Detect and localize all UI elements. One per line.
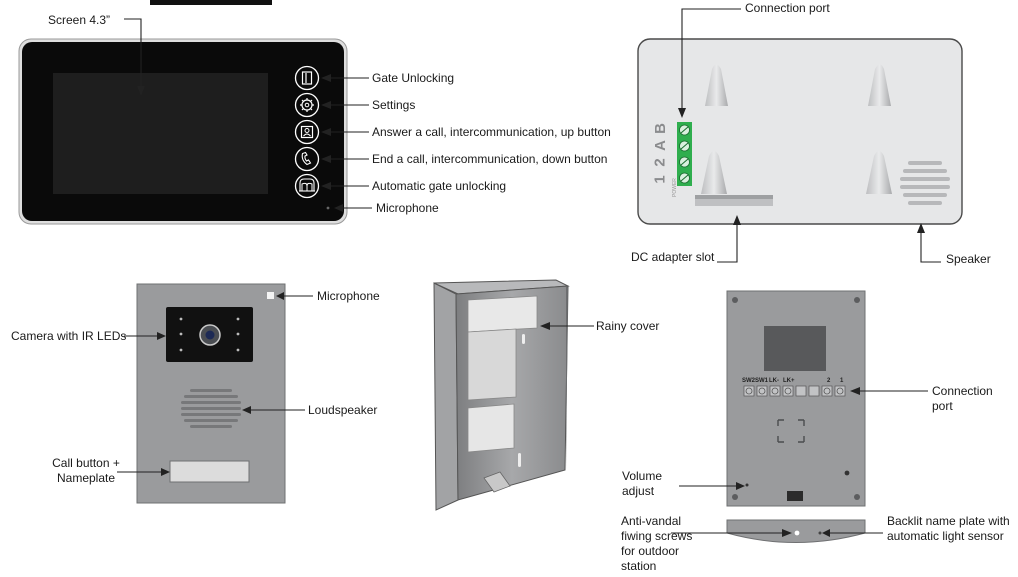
dc-adapter-label: DC adapter slot xyxy=(631,250,715,264)
monitor-microphone-label: Microphone xyxy=(376,201,439,215)
answer-call-label: Answer a call, intercommunication, up bu… xyxy=(372,125,611,139)
gear-icon xyxy=(294,92,320,118)
answer-call-icon xyxy=(294,119,320,145)
volume-knob xyxy=(745,483,749,487)
backlit-nameplate-label: Backlit name plate with automatic light … xyxy=(887,514,1010,543)
outdoor-station xyxy=(136,283,286,504)
cropped-heading xyxy=(150,0,272,5)
monitor-back-panel xyxy=(637,38,963,225)
auto-gate-icon xyxy=(294,173,320,199)
terminal-label-2: 2 xyxy=(827,378,831,384)
rain-cover-label: Rainy cover xyxy=(596,319,660,333)
end-call-label: End a call, intercommunication, down but… xyxy=(372,152,608,166)
settings-label: Settings xyxy=(372,98,416,112)
station-terminal-labels: SW2 SW1 LK- LK+ 2 1 xyxy=(742,378,852,386)
auto-gate-label: Automatic gate unlocking xyxy=(372,179,507,193)
power-text: POWER xyxy=(672,178,678,197)
terminal-label-lk-plus: LK+ xyxy=(783,378,795,384)
terminal-letter-a: A xyxy=(651,140,669,151)
call-button-label: Call button + Nameplate xyxy=(52,456,120,485)
volume-adjust-label: Volume adjust xyxy=(622,469,663,498)
terminal-letter-b: B xyxy=(651,123,669,134)
terminal-label-1: 1 xyxy=(840,378,844,384)
station-back-panel xyxy=(726,290,866,507)
indoor-monitor xyxy=(18,38,348,225)
anti-vandal-screws-label: Anti-vandal fiwing screws for outdoor st… xyxy=(621,514,693,573)
terminal-label-lk-minus: LK- xyxy=(769,378,779,384)
terminal-letter-1: 1 xyxy=(651,175,669,184)
connection-port-label: Connection port xyxy=(745,1,830,15)
screw-hole xyxy=(794,530,800,536)
station-mic-hole xyxy=(267,292,274,299)
screen-label: Screen 4.3” xyxy=(48,13,111,27)
station-microphone-label: Microphone xyxy=(317,289,380,303)
camera-label: Camera with IR LEDs xyxy=(11,329,127,343)
speaker-label: Speaker xyxy=(946,252,991,266)
rain-cover xyxy=(433,279,570,511)
monitor-screen xyxy=(53,73,268,194)
terminal-label-sw2: SW2 xyxy=(742,378,756,384)
end-call-icon xyxy=(294,146,320,172)
station-connection-port-label: Connection port xyxy=(932,384,993,413)
terminal-block xyxy=(677,122,692,186)
light-sensor xyxy=(818,531,822,535)
terminal-row xyxy=(743,385,846,397)
gate-unlocking-label: Gate Unlocking xyxy=(372,71,455,85)
monitor-mic-hole xyxy=(326,206,330,210)
loudspeaker-label: Loudspeaker xyxy=(308,403,378,417)
terminal-label-sw1: SW1 xyxy=(755,378,769,384)
terminal-letter-2: 2 xyxy=(651,158,669,167)
door-icon xyxy=(294,65,320,91)
